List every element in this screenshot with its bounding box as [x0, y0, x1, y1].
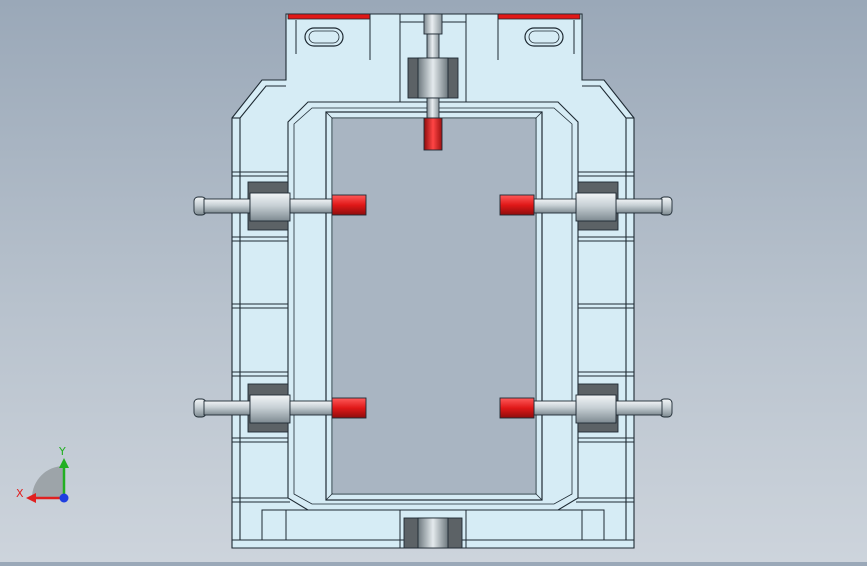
- y-axis-label: Y: [58, 445, 66, 458]
- top-clamp-tip: [423, 117, 443, 151]
- clamp-screw-left-lower[interactable]: [193, 383, 367, 433]
- clamp-tip-left-upper: [331, 194, 367, 216]
- clamp-tip-left-lower: [331, 397, 367, 419]
- axis-triad[interactable]: X Y: [16, 445, 69, 503]
- mount-slot-right[interactable]: [524, 27, 564, 47]
- clamp-tip-right-upper: [499, 194, 535, 216]
- top-left-red-strip: [287, 13, 371, 20]
- x-axis-label: X: [16, 487, 24, 500]
- mount-slot-left[interactable]: [304, 27, 344, 47]
- y-axis-arrow: [59, 458, 69, 468]
- z-axis-dot: [59, 493, 69, 503]
- clamp-screw-right-upper[interactable]: [499, 181, 673, 231]
- side-ribs: [232, 171, 634, 503]
- top-clamp-screw[interactable]: [407, 13, 459, 151]
- clamp-screw-right-lower[interactable]: [499, 383, 673, 433]
- clamp-screw-left-upper[interactable]: [193, 181, 367, 231]
- triad-plane-shade: [32, 466, 64, 498]
- window-aperture: [333, 119, 535, 493]
- bottom-bushing[interactable]: [403, 517, 463, 549]
- top-right-red-strip: [497, 13, 581, 20]
- clamp-tip-right-lower: [499, 397, 535, 419]
- x-axis-arrow: [26, 493, 36, 503]
